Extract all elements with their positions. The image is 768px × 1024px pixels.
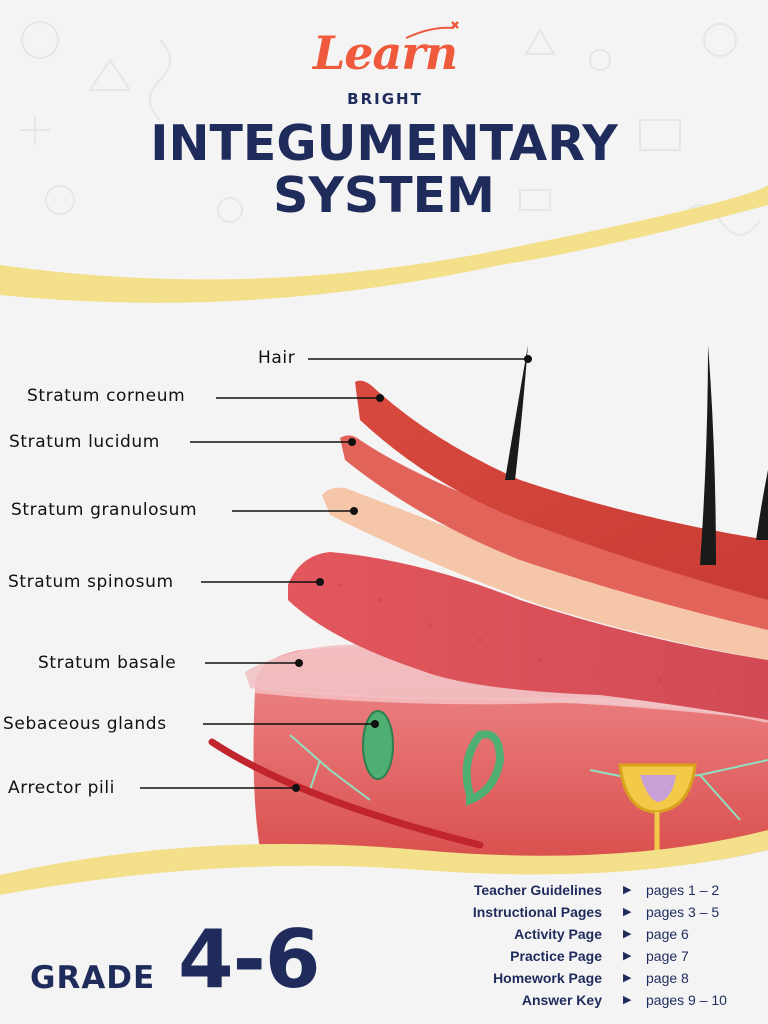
label-leader-dots (292, 355, 532, 792)
contents-row: Teacher Guidelines ▶ pages 1 – 2 (440, 880, 760, 902)
label-hair: Hair (258, 348, 296, 368)
logo-subtitle: BRIGHT (347, 90, 423, 108)
contents-section-name: Answer Key (521, 992, 602, 1008)
grade-label: GRADE (30, 960, 156, 996)
contents-section-name: Practice Page (510, 948, 602, 964)
label-stratum-granulosum: Stratum granulosum (11, 500, 198, 520)
stratum-spinosum-layer (288, 552, 768, 720)
arrow-right-icon: ▶ (623, 928, 632, 940)
contents-section-name: Instructional Pages (472, 904, 602, 920)
arrow-right-icon: ▶ (623, 950, 632, 962)
stratum-lucidum-layer (340, 435, 768, 630)
contents-section-name: Teacher Guidelines (473, 882, 602, 898)
label-stratum-lucidum: Stratum lucidum (9, 432, 160, 452)
contents-pages: pages 9 – 10 (646, 992, 727, 1008)
label-leader-lines (140, 358, 528, 789)
page-title: INTEGUMENTARY SYSTEM (0, 118, 768, 222)
top-band (0, 185, 768, 303)
grade-range: 4-6 (178, 913, 321, 1006)
label-stratum-spinosum: Stratum spinosum (8, 572, 174, 592)
contents-pages: page 7 (646, 948, 689, 964)
label-arrector-pili: Arrector pili (8, 778, 115, 798)
label-sebaceous-glands: Sebaceous glands (3, 714, 167, 734)
stratum-corneum-layer (355, 380, 768, 600)
sebaceous-gland-2 (462, 730, 505, 806)
contents-pages: pages 3 – 5 (646, 904, 720, 920)
stratum-granulosum-layer (322, 487, 768, 660)
contents-row: Homework Page ▶ page 8 (440, 968, 760, 990)
hair-strand-3 (756, 470, 768, 540)
arrow-right-icon: ▶ (623, 972, 632, 984)
contents-list: Teacher Guidelines ▶ pages 1 – 2 Instruc… (440, 880, 760, 1012)
logo-wordmark: Learn (312, 26, 458, 80)
contents-row: Activity Page ▶ page 6 (440, 924, 760, 946)
title-line-2: SYSTEM (273, 167, 495, 224)
hair-strand-2 (700, 345, 716, 565)
contents-pages: pages 1 – 2 (646, 882, 720, 898)
arrow-right-icon: ▶ (623, 994, 632, 1006)
sebaceous-gland-1 (362, 710, 394, 780)
arrow-right-icon: ▶ (623, 906, 632, 918)
arrector-pili-muscle (208, 738, 484, 849)
label-stratum-basale: Stratum basale (38, 653, 177, 673)
contents-row: Instructional Pages ▶ pages 3 – 5 (440, 902, 760, 924)
contents-row: Answer Key ▶ pages 9 – 10 (440, 990, 760, 1012)
contents-pages: page 8 (646, 970, 689, 986)
contents-section-name: Homework Page (493, 970, 602, 986)
label-stratum-corneum: Stratum corneum (27, 386, 186, 406)
contents-section-name: Activity Page (514, 926, 602, 942)
title-line-1: INTEGUMENTARY (150, 115, 618, 172)
bottom-band (0, 830, 768, 895)
spark-icon (405, 21, 459, 39)
contents-pages: page 6 (646, 926, 689, 942)
arrow-right-icon: ▶ (623, 884, 632, 896)
hair-strand-1 (505, 345, 528, 480)
contents-row: Practice Page ▶ page 7 (440, 946, 760, 968)
learn-bright-logo: Learn BRIGHT (290, 20, 480, 112)
